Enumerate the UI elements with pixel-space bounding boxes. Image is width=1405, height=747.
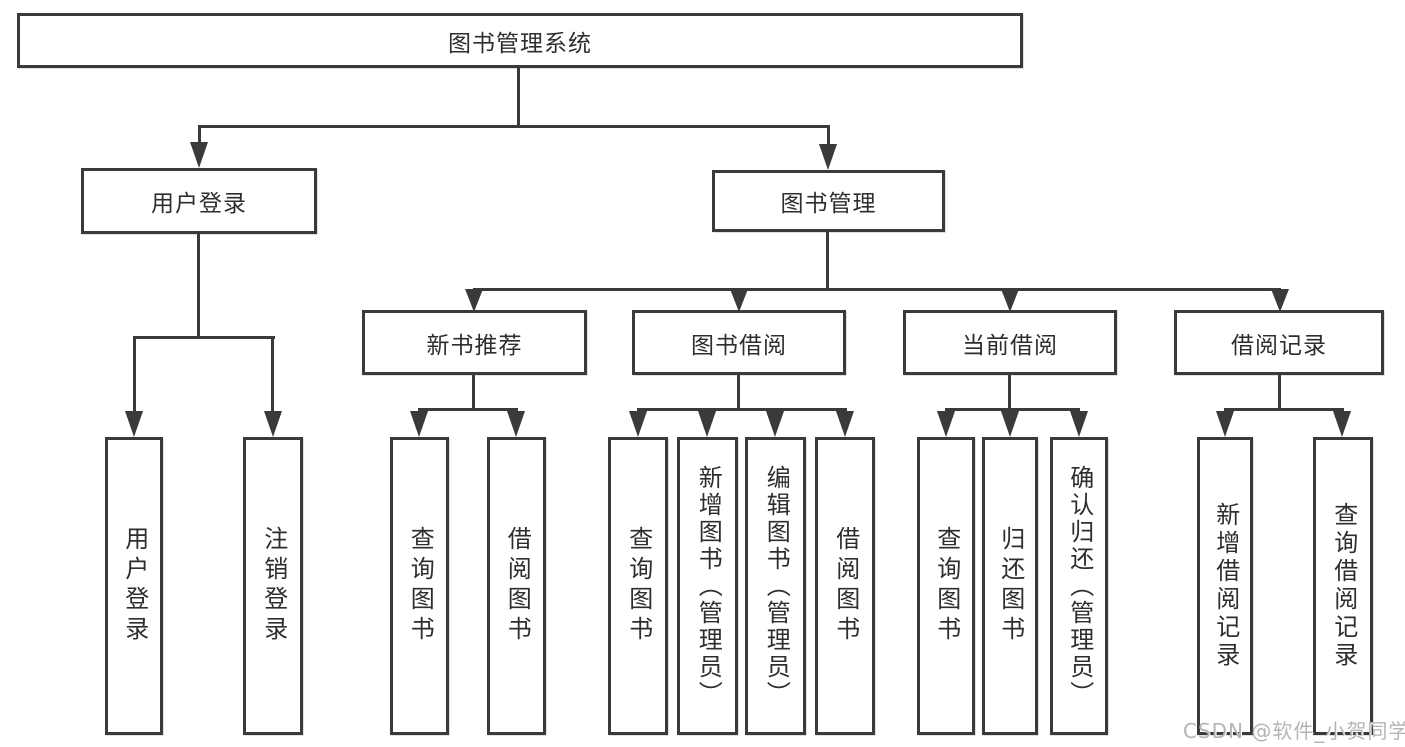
connector-bookmgmt-vline	[826, 232, 829, 288]
node-book-management-label: 图书管理	[780, 191, 877, 217]
arrow-down-icon	[507, 411, 525, 437]
arrow-down-icon	[937, 411, 955, 437]
node-new-book-recommend-label: 新书推荐	[426, 332, 523, 359]
connector-sec3-hline	[945, 408, 1080, 411]
connector-sec1-hline	[418, 408, 518, 411]
node-book-management: 图书管理	[712, 170, 945, 232]
leaf-query-books-borrow: 查询图书	[608, 437, 668, 735]
connector-stub-leaf	[271, 339, 274, 411]
node-new-book-recommend: 新书推荐	[362, 310, 587, 375]
leaf-edit-books-admin: 编辑图书（管理员）	[745, 437, 806, 735]
node-current-borrow: 当前借阅	[903, 310, 1117, 375]
arrow-down-icon	[1271, 289, 1289, 312]
connector-sec2-hline	[637, 408, 847, 411]
leaf-borrow-books-label: 借阅图书	[831, 526, 860, 646]
leaf-add-borrow-record: 新增借阅记录	[1197, 437, 1253, 735]
arrow-down-icon	[465, 289, 483, 312]
leaf-add-books-admin-label: 新增图书（管理员）	[694, 464, 723, 708]
leaf-query-books-current-label: 查询图书	[932, 526, 961, 646]
connector-stub-leaf	[133, 339, 136, 411]
arrow-down-icon	[698, 411, 716, 437]
node-user-login: 用户登录	[81, 168, 317, 234]
node-book-borrow: 图书借阅	[632, 310, 846, 375]
arrow-down-icon	[1001, 289, 1019, 312]
leaf-borrow-books-recommend: 借阅图书	[487, 437, 546, 735]
arrow-down-icon	[1333, 411, 1351, 437]
leaf-borrow-books-recommend-label: 借阅图书	[503, 526, 532, 646]
leaf-query-books-borrow-label: 查询图书	[624, 526, 653, 646]
connector-sec2-vline	[737, 375, 740, 411]
leaf-logout: 注销登录	[243, 437, 303, 735]
node-user-login-label: 用户登录	[151, 191, 247, 217]
leaf-add-books-admin: 新增图书（管理员）	[677, 437, 738, 735]
leaf-user-login-label: 用户登录	[120, 526, 149, 646]
leaf-logout-label: 注销登录	[259, 526, 288, 646]
connector-userlogin-hline	[133, 336, 275, 339]
leaf-confirm-return-admin-label: 确认归还（管理员）	[1065, 464, 1094, 708]
connector-root-vline	[517, 68, 520, 125]
leaf-query-books-current: 查询图书	[917, 437, 975, 735]
node-current-borrow-label: 当前借阅	[962, 332, 1058, 359]
connector-sec1-vline	[472, 375, 475, 411]
arrow-down-icon	[264, 411, 282, 437]
leaf-query-books-recommend: 查询图书	[390, 437, 449, 735]
leaf-return-books-label: 归还图书	[996, 526, 1025, 646]
connector-stub-book-mgmt	[827, 128, 830, 146]
connector-sec4-vline	[1278, 375, 1281, 411]
connector-userlogin-vline	[197, 234, 200, 336]
leaf-add-borrow-record-label: 新增借阅记录	[1211, 502, 1240, 670]
node-root-label: 图书管理系统	[448, 30, 592, 57]
leaf-return-books: 归还图书	[982, 437, 1038, 735]
leaf-confirm-return-admin: 确认归还（管理员）	[1050, 437, 1108, 735]
csdn-watermark: CSDN @软件_小贺同学	[1183, 719, 1405, 743]
connector-sec3-vline	[1008, 375, 1011, 411]
arrow-down-icon	[819, 144, 837, 170]
arrow-down-icon	[766, 411, 784, 437]
connector-sec4-hline	[1224, 408, 1344, 411]
arrow-down-icon	[629, 411, 647, 437]
leaf-query-borrow-record-label: 查询借阅记录	[1329, 502, 1358, 670]
leaf-user-login: 用户登录	[105, 437, 163, 735]
connector-root-hline	[198, 125, 830, 128]
connector-stub-user-login	[198, 128, 201, 144]
connector-bookmgmt-hline	[473, 288, 1281, 291]
arrow-down-icon	[836, 411, 854, 437]
node-borrow-records: 借阅记录	[1174, 310, 1384, 375]
leaf-borrow-books: 借阅图书	[815, 437, 875, 735]
node-book-borrow-label: 图书借阅	[691, 332, 787, 359]
node-borrow-records-label: 借阅记录	[1231, 332, 1327, 359]
leaf-edit-books-admin-label: 编辑图书（管理员）	[762, 464, 791, 708]
arrow-down-icon	[1001, 411, 1019, 437]
arrow-down-icon	[190, 142, 208, 168]
leaf-query-books-recommend-label: 查询图书	[406, 526, 435, 646]
leaf-query-borrow-record: 查询借阅记录	[1313, 437, 1373, 735]
node-root: 图书管理系统	[17, 13, 1023, 68]
arrow-down-icon	[1070, 411, 1088, 437]
arrow-down-icon	[1216, 411, 1234, 437]
arrow-down-icon	[730, 289, 748, 312]
arrow-down-icon	[410, 411, 428, 437]
arrow-down-icon	[125, 411, 143, 437]
